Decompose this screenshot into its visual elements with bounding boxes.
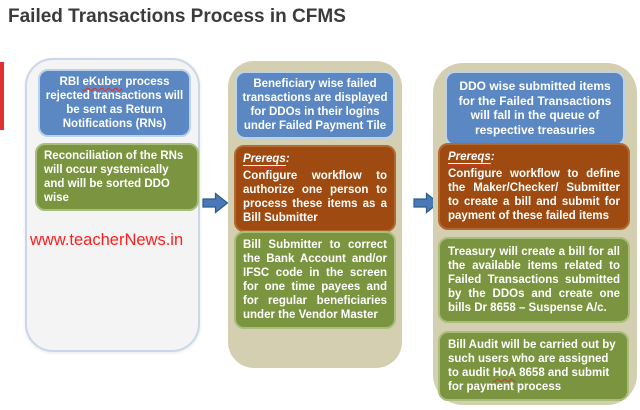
prereqs-word: Prereqs: [448, 151, 491, 163]
reconciliation-box: Reconciliation of the RNs will occur sys…: [35, 143, 199, 212]
stage-1-panel: RBI eKuber process rejected transactions…: [25, 58, 200, 352]
prereqs-maker-checker-box: Prereqs: Configure workflow to define th…: [438, 143, 630, 231]
prereqs-word: Prereqs: [243, 153, 286, 165]
bill-submitter-box: Bill Submitter to correct the Bank Accou…: [234, 231, 396, 330]
audit-text-misspelled: HoA: [492, 367, 516, 380]
prereqs-colon: :: [285, 153, 290, 165]
stage-2-panel: Beneficiary wise failed transactions are…: [228, 61, 402, 368]
treasury-bill-box: Treasury will create a bill for all the …: [438, 237, 630, 324]
rn-notification-box: RBI eKuber process rejected transactions…: [38, 69, 191, 138]
audit-text-post: 8658 and submit for payment process: [448, 367, 610, 394]
red-edge-mark: [0, 62, 4, 130]
rn-text-misspelled: eKuber: [82, 76, 123, 88]
ddo-queue-box: DDO wise submitted items for the Failed …: [445, 71, 625, 146]
beneficiary-box: Beneficiary wise failed transactions are…: [235, 71, 395, 140]
prereqs-workflow-box: Prereqs: Configure workflow to authorize…: [234, 145, 396, 233]
right-arrow-icon: [202, 192, 229, 214]
watermark-text: www.teacherNews.in: [30, 231, 184, 249]
rn-text-post: process rejected transactions will be se…: [45, 76, 184, 131]
prereqs-body: Configure workflow to define the Maker/C…: [448, 168, 620, 223]
page-title: Failed Transactions Process in CFMS: [8, 6, 346, 27]
right-arrow-icon: [413, 192, 440, 214]
rn-text-pre: RBI: [59, 76, 83, 88]
prereqs-colon: :: [490, 151, 495, 163]
prereqs-body: Configure workflow to authorize one pers…: [243, 170, 387, 225]
prereqs-heading: Prereqs:: [243, 152, 387, 166]
prereqs-heading: Prereqs:: [448, 150, 620, 164]
stage-3-panel: DDO wise submitted items for the Failed …: [433, 63, 637, 405]
audit-text-pre: Bill Audit will be carried out by such u…: [448, 339, 616, 380]
bill-audit-box: Bill Audit will be carried out by such u…: [438, 331, 629, 402]
